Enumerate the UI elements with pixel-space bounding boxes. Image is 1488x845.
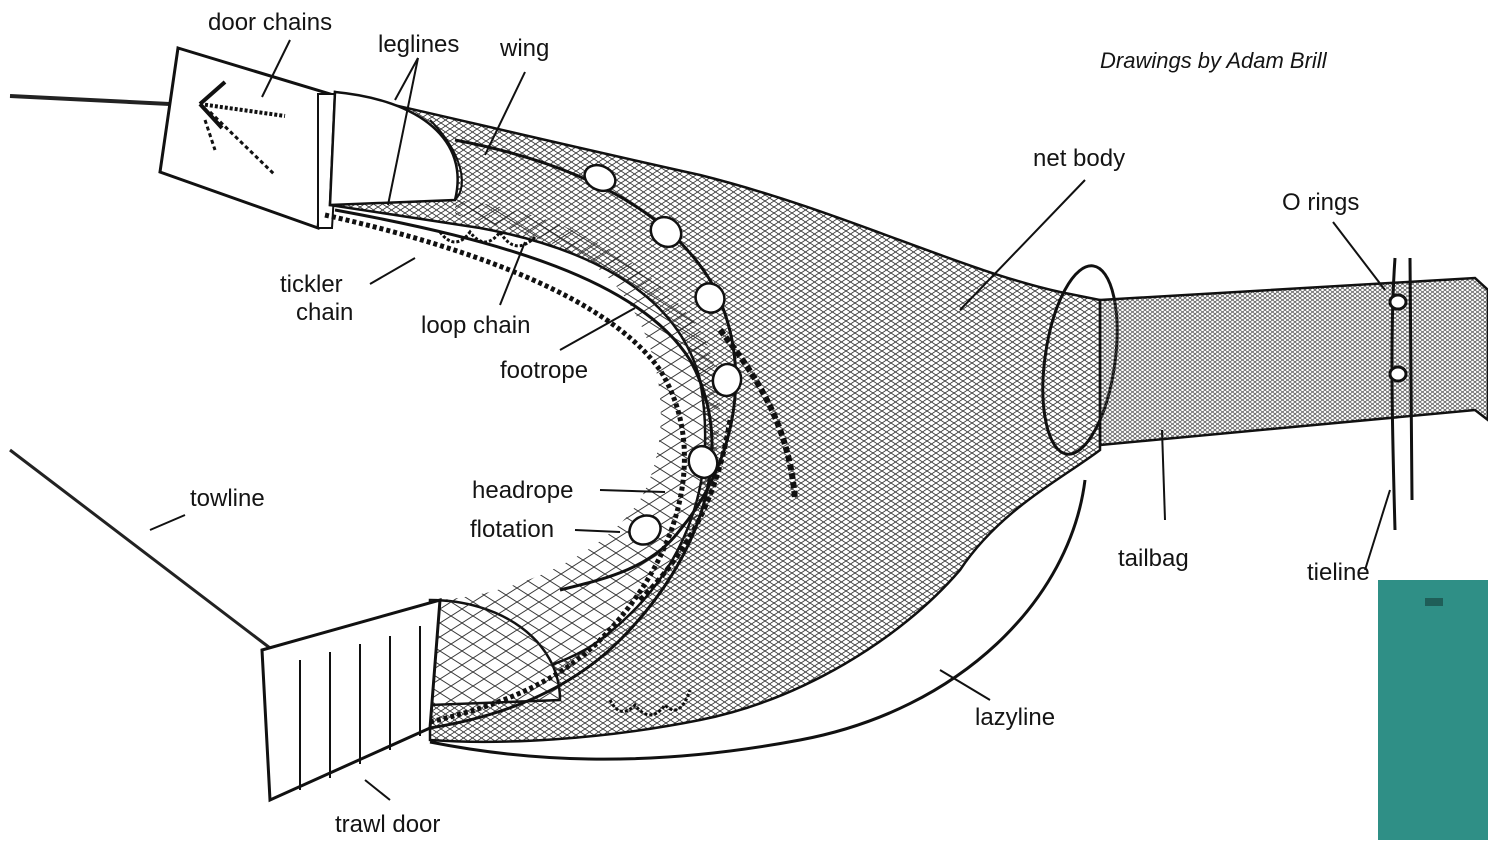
label-door-chains: door chains — [208, 10, 332, 36]
label-loop-chain: loop chain — [421, 313, 530, 339]
label-tieline: tieline — [1307, 560, 1370, 586]
teal-photo-corner — [1378, 580, 1488, 840]
label-wing: wing — [500, 36, 549, 62]
drawing-credit: Drawings by Adam Brill — [1100, 48, 1327, 74]
o-ring-lower — [1390, 367, 1406, 381]
upper-wing-panel — [330, 92, 458, 205]
label-flotation: flotation — [470, 517, 554, 543]
label-towline: towline — [190, 486, 265, 512]
label-net-body: net body — [1033, 146, 1125, 172]
label-leglines: leglines — [378, 32, 459, 58]
upper-trawl-door — [160, 48, 340, 228]
label-lazyline: lazyline — [975, 705, 1055, 731]
label-trawl-door: trawl door — [335, 812, 440, 838]
label-tailbag: tailbag — [1118, 546, 1189, 572]
lower-towline — [10, 450, 270, 648]
lower-trawl-door — [262, 600, 440, 800]
label-tickler-chain-line2: chain — [296, 300, 353, 326]
tailbag — [1100, 278, 1488, 445]
label-headrope: headrope — [472, 478, 573, 504]
label-footrope: footrope — [500, 358, 588, 384]
label-tickler-chain-line1: tickler — [280, 272, 343, 298]
label-o-rings: O rings — [1282, 190, 1359, 216]
o-ring-upper — [1390, 295, 1406, 309]
